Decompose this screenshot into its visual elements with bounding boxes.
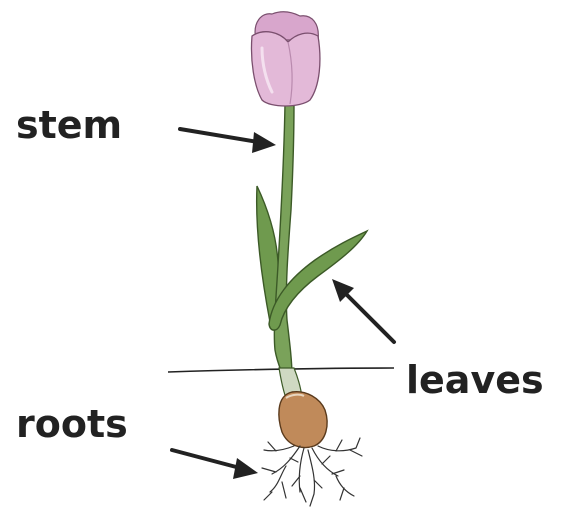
roots [262,438,362,506]
petal-front [251,32,319,106]
label-leaves: leaves [406,361,544,399]
stem [274,104,294,376]
label-stem: stem [16,106,122,144]
arrow-stem [180,129,276,153]
arrow-roots [172,450,258,479]
bulb [279,392,327,448]
label-roots: roots [16,405,128,443]
arrow-leaves [332,279,394,342]
flower [251,12,319,106]
